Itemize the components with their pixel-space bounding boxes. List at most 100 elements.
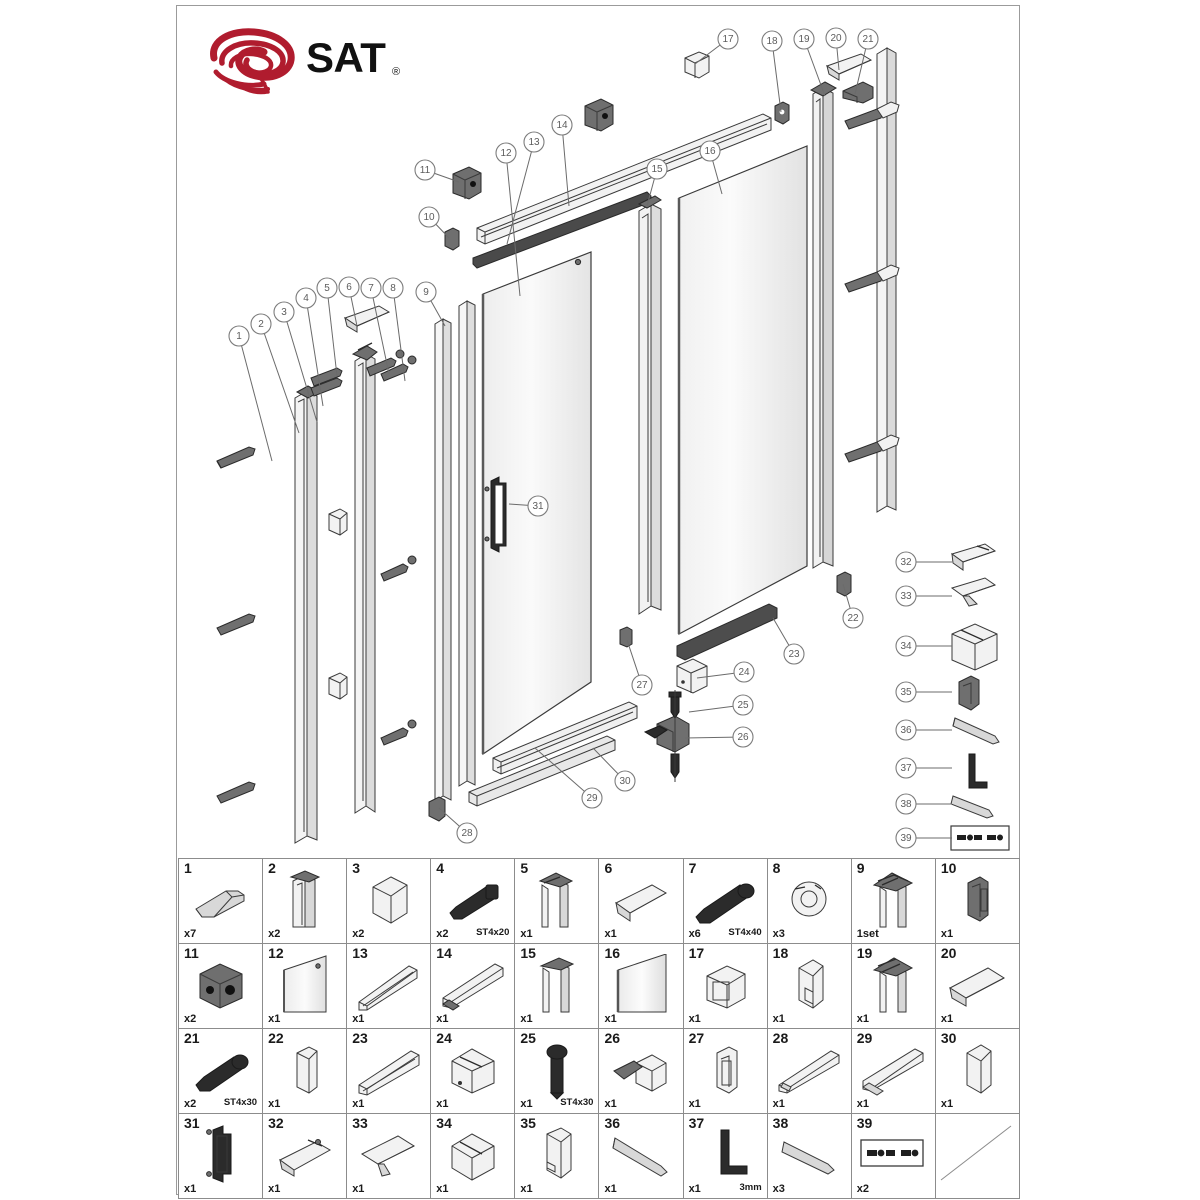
part-illustration-bottom-rail — [347, 1039, 430, 1101]
side-profile-15 — [638, 203, 662, 615]
callout-bubble — [895, 681, 917, 703]
part-illustration-clip-piece — [515, 1124, 598, 1186]
callout-bubble — [523, 131, 545, 153]
part-code: ST4x20 — [476, 926, 510, 938]
callout-bubble — [895, 585, 917, 607]
callout-bubble — [895, 635, 917, 657]
part-illustration-track-rail — [431, 954, 514, 1016]
part-number: 18 — [772, 945, 789, 961]
part-quantity: x1 — [436, 1183, 449, 1195]
part-quantity: x1 — [688, 1013, 701, 1025]
part-number: 7 — [688, 860, 697, 876]
callout-bubble — [857, 28, 879, 50]
part-number: 13 — [352, 945, 368, 961]
right-item-33 — [950, 577, 997, 607]
parts-cell-26[interactable]: 26 x1 — [598, 1028, 684, 1114]
parts-cell-empty[interactable] — [934, 1113, 1021, 1199]
fitting-21 — [842, 81, 874, 104]
callout-number: 8 — [390, 283, 396, 294]
part-number: 31 — [184, 1115, 200, 1131]
callout-27: 27 — [626, 639, 653, 696]
callout-13: 13 — [506, 131, 545, 245]
part-quantity: x1 — [604, 1183, 617, 1195]
part-number: 25 — [520, 1030, 536, 1046]
callout-number: 31 — [532, 501, 544, 512]
part-quantity: x1 — [520, 1098, 533, 1110]
part-illustration-flat-plate — [599, 869, 682, 931]
callout-23: 23 — [772, 617, 805, 665]
part-quantity: x1 — [772, 1098, 785, 1110]
callout-number: 13 — [528, 137, 540, 148]
part-quantity: x1 — [520, 1013, 533, 1025]
part-illustration-roller-block — [179, 954, 262, 1016]
part-illustration-anchor-pack — [852, 1124, 935, 1186]
callout-bubble — [415, 281, 437, 303]
part-quantity: x1 — [772, 1013, 785, 1025]
callout-number: 23 — [788, 649, 800, 660]
callout-32: 32 — [895, 551, 952, 573]
part-number: 26 — [604, 1030, 621, 1046]
part-number: 1 — [184, 860, 192, 876]
parts-cell-18[interactable]: 18 x1 — [766, 943, 852, 1029]
part-number: 23 — [352, 1030, 368, 1046]
part-quantity: x2 — [268, 928, 281, 940]
callout-number: 7 — [368, 283, 374, 294]
second-vertical-profile — [354, 353, 376, 814]
part-quantity: x1 — [268, 1098, 281, 1110]
corner-wedge-15 — [637, 195, 662, 209]
part-illustration-shim-strip — [768, 1124, 851, 1186]
door-handle-31 — [484, 476, 507, 553]
callout-leader — [305, 297, 324, 407]
callout-leader — [771, 40, 782, 113]
callout-16: 16 — [699, 140, 723, 195]
callout-number: 1 — [236, 331, 242, 342]
top-rail-14 — [476, 113, 772, 245]
callout-12: 12 — [495, 142, 521, 297]
right-item-34 — [951, 623, 998, 671]
callout-leader — [370, 287, 390, 375]
part-quantity: x1 — [604, 1098, 617, 1110]
callout-8: 8 — [382, 277, 406, 382]
callout-bubble — [631, 674, 653, 696]
callout-bubble — [360, 277, 382, 299]
part-illustration-screw — [431, 869, 514, 931]
